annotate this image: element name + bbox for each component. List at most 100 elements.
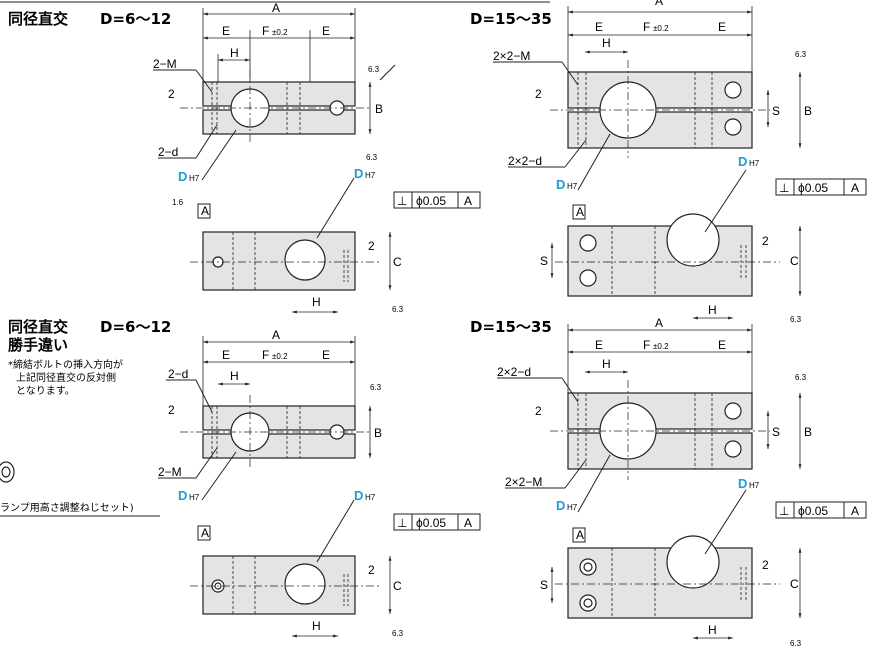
dim-F-tol-large: ±0.2 <box>653 24 669 33</box>
dim-E-rev-2: E <box>322 348 330 362</box>
dim-H-front-large-rev: H <box>708 623 717 637</box>
perp-datum-rev: A <box>464 516 472 530</box>
rough-63-b: 6.3 <box>366 153 378 162</box>
dim-2-front-large-rev: 2 <box>762 558 769 572</box>
dim-H-large-rev: H <box>602 357 611 371</box>
dim-A: A <box>272 1 280 15</box>
dim-F-large: F <box>643 20 650 34</box>
perp-symbol-large-rev: ⊥ <box>779 504 789 518</box>
dim-F-large-rev: F <box>643 338 650 352</box>
dim-C-rev: C <box>393 579 402 593</box>
dim-E-rev: E <box>222 348 230 362</box>
dim-E-large-rev-2: E <box>718 338 726 352</box>
range-small-straight: D=6〜12 <box>100 10 171 28</box>
dim-H: H <box>230 46 239 60</box>
rough-63-front-large-rev: 6.3 <box>790 639 802 648</box>
dim-2-front-large: 2 <box>762 234 769 248</box>
side-product-icon <box>0 461 15 483</box>
label-D-front-large: D <box>738 154 747 169</box>
front-small-reverse: C 2 H D H7 ⊥ ϕ0.05 A 6.3 <box>190 488 481 638</box>
callout-2x2d: 2×2−d <box>508 154 542 168</box>
dim-H-rev: H <box>230 369 239 383</box>
dim-B-rev: B <box>374 426 382 440</box>
dim-E-large: E <box>595 20 603 34</box>
view-large-reverse: A E F ±0.2 E H S B 2 2×2−d 2×2−M D H7 A … <box>497 316 812 543</box>
view-large-straight: A E F ±0.2 E H S B 2 2×2−M 2×2−d D H7 A … <box>493 0 812 220</box>
dim-F: F <box>262 24 269 38</box>
dim-2-large-rev: 2 <box>535 404 542 418</box>
dim-2-large: 2 <box>535 87 542 101</box>
label-D-large-rev: D <box>556 498 565 513</box>
perp-datum: A <box>464 194 472 208</box>
label-D-tol-front-rev: H7 <box>365 493 376 502</box>
dim-E-large-2: E <box>718 20 726 34</box>
dim-H-front: H <box>312 295 321 309</box>
rough-63-rev: 6.3 <box>370 383 382 392</box>
perp-datum-large-rev: A <box>851 504 859 518</box>
label-D: D <box>178 169 187 184</box>
rough-63-front-large: 6.3 <box>790 315 802 324</box>
callout-2M: 2−M <box>153 57 177 71</box>
callout-2M-rev: 2−M <box>158 465 182 479</box>
dim-S-front-large: S <box>540 254 548 268</box>
perp-value: ϕ0.05 <box>416 194 446 208</box>
dim-H-front-rev: H <box>312 619 321 633</box>
section-title-reverse-2: 勝手違い <box>8 336 68 354</box>
front-large-straight: S C 2 H D H7 ⊥ ϕ0.05 A 6.3 <box>540 154 867 324</box>
datum-A: A <box>201 204 209 218</box>
dim-B-large: B <box>804 104 812 118</box>
label-D-tol-large-rev: H7 <box>567 503 578 512</box>
label-D-large: D <box>556 177 565 192</box>
perp-value-large-rev: ϕ0.05 <box>798 504 828 518</box>
range-large-straight: D=15〜35 <box>470 10 552 28</box>
label-D-front-rev: D <box>354 488 363 503</box>
dim-B: B <box>375 102 383 116</box>
rough-63-large-rev: 6.3 <box>795 373 807 382</box>
dim-F-tol: ±0.2 <box>272 28 288 37</box>
callout-2d: 2−d <box>158 145 178 159</box>
rough-63-front-rev: 6.3 <box>392 629 404 638</box>
range-large-reverse: D=15〜35 <box>470 318 552 336</box>
dim-E: E <box>222 24 230 38</box>
rough-63-large: 6.3 <box>795 50 807 59</box>
label-D-front: D <box>354 166 363 181</box>
dim-C-large-rev: C <box>790 577 799 591</box>
perp-symbol: ⊥ <box>397 194 407 208</box>
label-D-tol-large: H7 <box>567 182 578 191</box>
reverse-note-2: 上記同径直交の反対側 <box>16 371 116 384</box>
label-D-tol-front-large-rev: H7 <box>749 481 760 490</box>
front-small-straight: C 2 H D H7 ⊥ ϕ0.05 A 6.3 <box>190 166 481 314</box>
dim-F-tol-large-rev: ±0.2 <box>653 342 669 351</box>
datum-A-rev: A <box>201 526 209 540</box>
label-D-rev: D <box>178 488 187 503</box>
dim-C: C <box>393 255 402 269</box>
dim-S-large: S <box>772 104 780 118</box>
perp-datum-large: A <box>851 181 859 195</box>
dim-S-large-rev: S <box>772 425 780 439</box>
dim-F-tol-rev: ±0.2 <box>272 352 288 361</box>
rough-16: 1.6 <box>172 198 184 207</box>
perp-symbol-large: ⊥ <box>779 181 789 195</box>
dim-S-front-large-rev: S <box>540 578 548 592</box>
reverse-note-3: となります。 <box>16 385 75 397</box>
dim-F-rev: F <box>262 348 269 362</box>
perp-value-rev: ϕ0.05 <box>416 516 446 530</box>
datum-A-large-rev: A <box>576 528 584 542</box>
label-D-tol-front-large: H7 <box>749 159 760 168</box>
label-D-tol-front: H7 <box>365 171 376 180</box>
dim-E-large-rev: E <box>595 338 603 352</box>
dim-2-top: 2 <box>168 87 175 101</box>
callout-2d-rev: 2−d <box>168 367 188 381</box>
dim-B-large-rev: B <box>804 425 812 439</box>
rough-63-c: 6.3 <box>392 305 404 314</box>
front-large-reverse: S C 2 H D H7 ⊥ ϕ0.05 A 6.3 <box>540 476 867 648</box>
dim-A-rev: A <box>272 328 280 342</box>
dim-2-front-rev: 2 <box>368 563 375 577</box>
view-small-reverse: A E F ±0.2 E H B 2 2−d 2−M D H7 A 6.3 <box>158 328 382 541</box>
section-title-reverse-1: 同径直交 <box>8 318 68 336</box>
dim-2-rev: 2 <box>168 403 175 417</box>
datum-A-large: A <box>576 205 584 219</box>
callout-2x2M-rev: 2×2−M <box>505 475 542 489</box>
dim-A-large-rev: A <box>655 316 663 330</box>
